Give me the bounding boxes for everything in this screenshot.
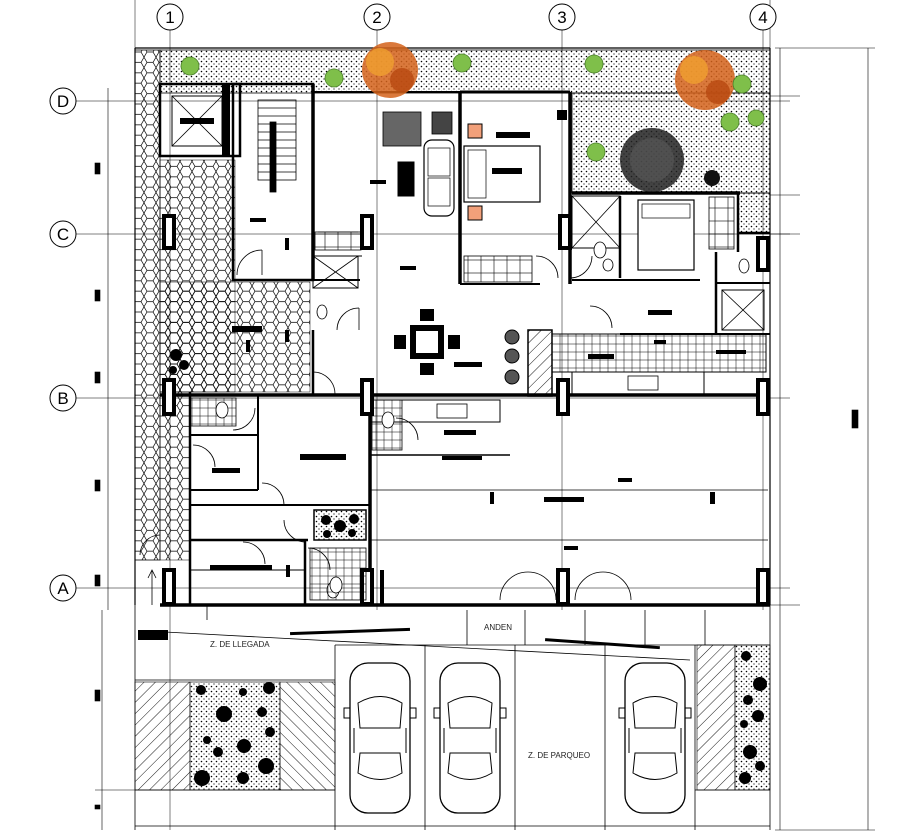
- axis-bubble-c: C: [49, 220, 77, 248]
- svg-text:1: 1: [165, 8, 174, 27]
- sofa-icon: [382, 111, 455, 217]
- hex-pavement-left: [134, 49, 161, 561]
- svg-text:2: 2: [372, 8, 381, 27]
- axis-bubble-a: A: [49, 574, 77, 602]
- accent-box-2: [467, 205, 483, 221]
- dining-table-icon: [394, 309, 520, 385]
- parking-zone-label: Z. DE PARQUEO: [528, 751, 590, 760]
- car-icon-1: [343, 662, 417, 814]
- sidewalk-label: ANDEN: [484, 623, 512, 632]
- room-label-marks: [180, 110, 746, 577]
- planter: [313, 509, 367, 541]
- car-icon-3: [618, 662, 692, 814]
- axis-bubble-3: 3: [548, 3, 576, 31]
- landscape-hatch-right: [696, 644, 736, 791]
- svg-text:A: A: [57, 579, 69, 598]
- axis-bubble-d: D: [49, 87, 77, 115]
- arrival-zone-label: Z. DE LLEGADA: [210, 640, 270, 649]
- axis-bubble-b: B: [49, 384, 77, 412]
- shrub-icon: [194, 651, 767, 786]
- landscape-hatch-left: [134, 681, 191, 791]
- shrub-icon: [169, 349, 189, 374]
- svg-text:3: 3: [557, 8, 566, 27]
- svg-text:B: B: [57, 389, 68, 408]
- svg-text:4: 4: [758, 8, 767, 27]
- toilet-icon: [189, 241, 750, 601]
- axis-bubble-2: 2: [363, 3, 391, 31]
- stair-icon: [257, 99, 735, 283]
- svg-text:D: D: [57, 92, 69, 111]
- shrub-icon: [180, 53, 765, 162]
- door-swing-icon: [139, 249, 632, 605]
- axis-bubble-1: 1: [156, 3, 184, 31]
- tree-icon: [362, 42, 735, 192]
- dimension-lines: [94, 47, 875, 831]
- accent-box-1: [467, 123, 483, 139]
- svg-text:C: C: [57, 225, 69, 244]
- axis-bubble-4: 4: [749, 3, 777, 31]
- car-icon-2: [433, 662, 507, 814]
